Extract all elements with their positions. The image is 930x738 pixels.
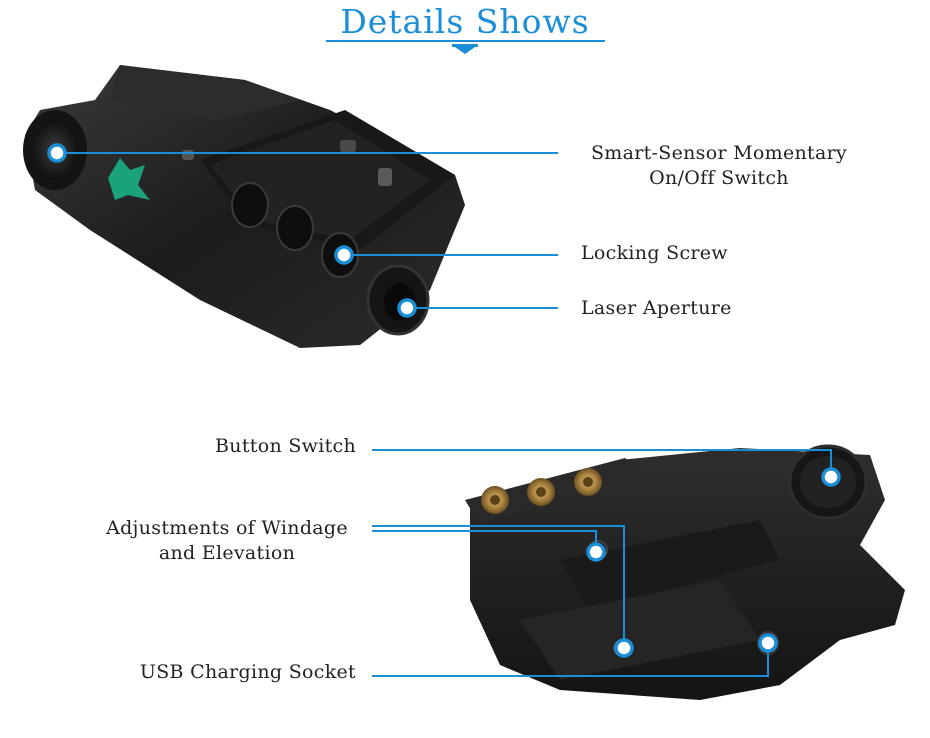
- brand-logo-icon: [108, 158, 150, 200]
- label-line: and Elevation: [158, 542, 296, 564]
- label-smart-sensor-switch: Smart-Sensor Momentary On/Off Switch: [566, 141, 872, 191]
- label-usb-charging-socket: USB Charging Socket: [139, 661, 356, 683]
- label-laser-aperture: Laser Aperture: [581, 297, 732, 319]
- label-windage-elevation: Adjustments of Windage and Elevation: [86, 516, 368, 566]
- label-locking-screw: Locking Screw: [581, 242, 728, 264]
- callout-dots: [47, 143, 841, 658]
- label-line: Smart-Sensor Momentary: [590, 142, 848, 164]
- label-button-switch: Button Switch: [215, 435, 356, 457]
- page-title: Details Shows: [340, 2, 590, 41]
- title-down-arrow-icon: [452, 45, 478, 54]
- title-underline: [326, 40, 605, 42]
- label-line: On/Off Switch: [649, 167, 789, 189]
- label-line: Adjustments of Windage: [106, 517, 348, 539]
- bottom-laser-device: [465, 444, 905, 700]
- top-laser-device: [23, 65, 465, 348]
